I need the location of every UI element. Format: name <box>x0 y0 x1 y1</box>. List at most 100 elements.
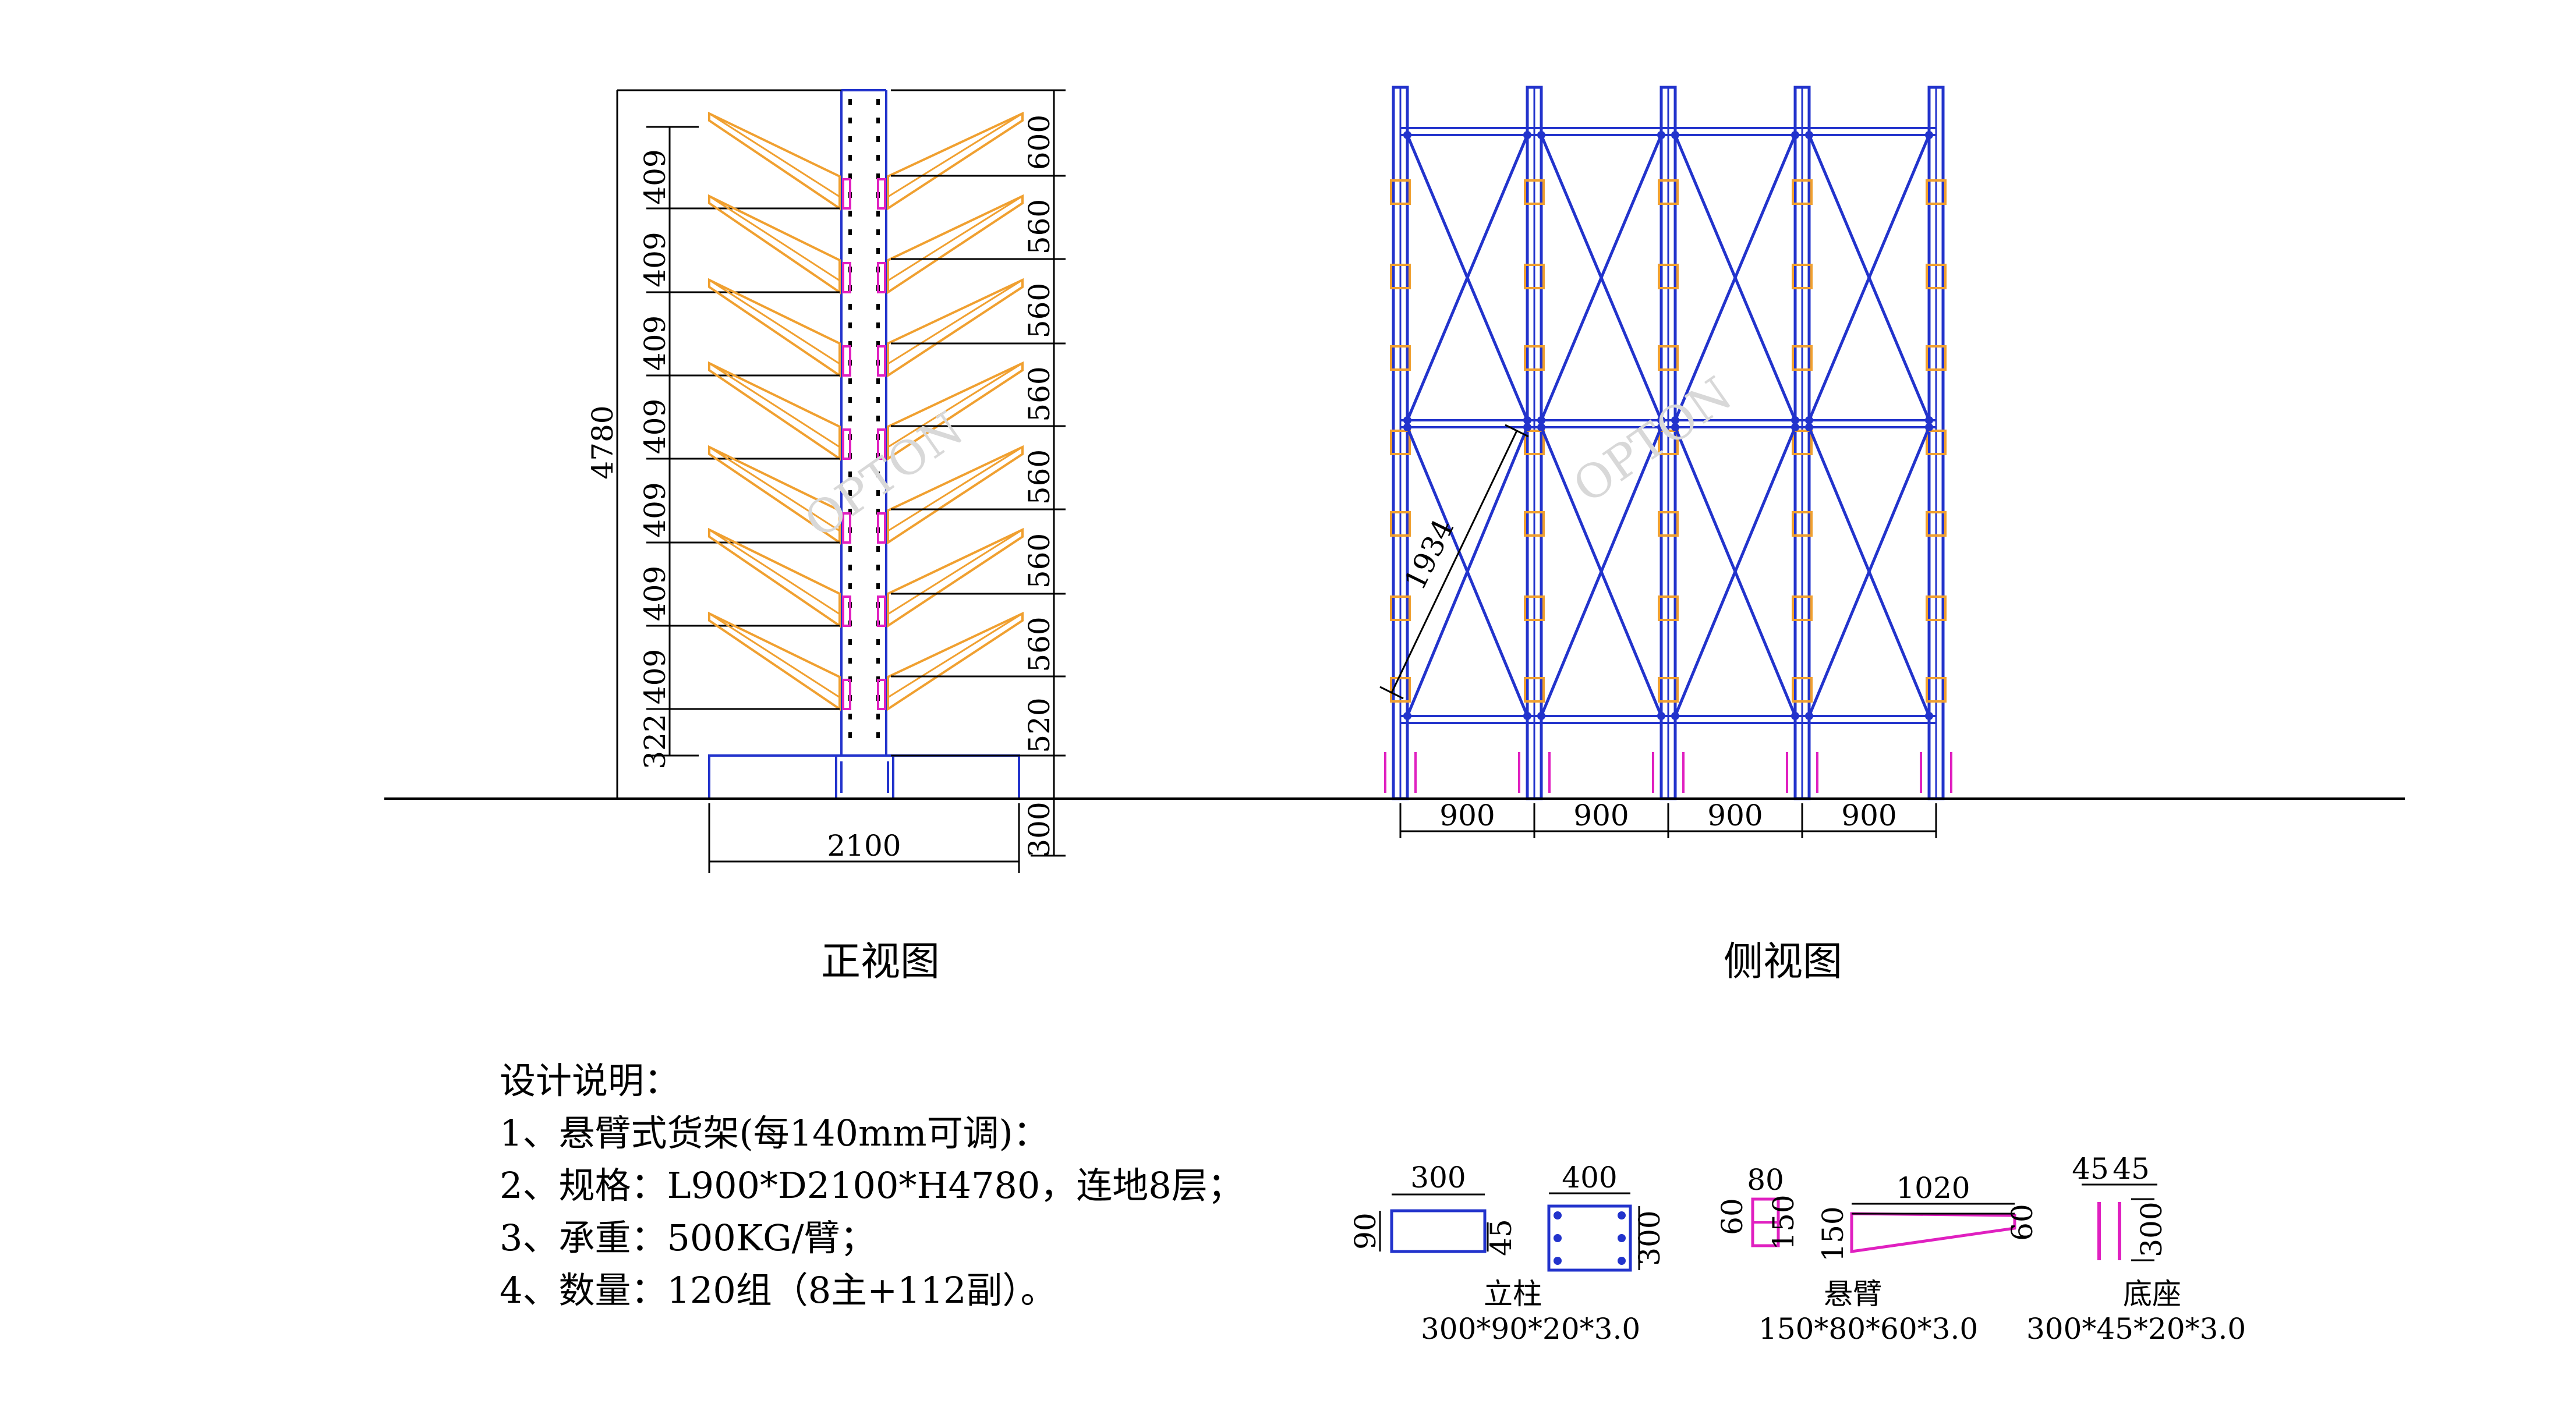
upright-depth-label: 90 <box>1349 1213 1382 1250</box>
brace-node <box>1657 423 1665 431</box>
brace-node <box>1537 712 1545 720</box>
upright-spec: 300*90*20*3.0 <box>1421 1312 1640 1346</box>
base-label: 300 <box>1022 802 1056 857</box>
right-arm-web <box>887 195 1023 282</box>
right-arm-web <box>887 362 1023 448</box>
right-arm-bracket <box>877 262 886 293</box>
upright-face-width-label: 400 <box>1562 1161 1617 1194</box>
base-height-label: 300 <box>2135 1201 2168 1257</box>
arm-stub <box>1926 179 1947 205</box>
right-arm-bracket <box>877 178 886 210</box>
level-label: 560 <box>1022 199 1056 254</box>
brace-node <box>1537 416 1545 424</box>
brace-node <box>1523 416 1531 424</box>
arm-stub <box>1658 430 1679 455</box>
left-arm-bracket <box>842 512 851 544</box>
front-view: 4094094094094094094093224780600560560560… <box>586 89 1066 873</box>
arm-stub <box>1524 595 1545 621</box>
brace-node <box>1925 712 1933 720</box>
arm-stub <box>1792 511 1813 537</box>
notes-heading: 设计说明： <box>500 1059 680 1102</box>
brace-node <box>1791 423 1799 431</box>
brace-node <box>1925 423 1933 431</box>
right-arm-web <box>887 446 1023 532</box>
right-arm-web <box>887 279 1023 365</box>
left-arm <box>708 111 841 211</box>
level-label: 520 <box>1022 697 1056 753</box>
left-arm <box>708 361 841 461</box>
base-spec: 300*45*20*3.0 <box>2026 1312 2246 1346</box>
level-label: 560 <box>1022 449 1056 505</box>
brace-node <box>1403 416 1411 424</box>
x-brace <box>1540 134 1663 421</box>
left-arm <box>708 527 841 628</box>
brace-node <box>1791 131 1799 139</box>
left-arm-bracket <box>842 595 851 627</box>
arm-stub <box>1926 677 1947 703</box>
brace-node <box>1671 131 1679 139</box>
bay-label: 900 <box>1841 799 1896 832</box>
left-arm-web <box>709 279 840 365</box>
arm-stub <box>1390 264 1411 289</box>
right-arm-bracket <box>877 345 886 377</box>
arm-stub <box>1926 595 1947 621</box>
brace-node <box>1657 131 1665 139</box>
base-w1-label: 45 <box>2072 1152 2109 1186</box>
bolt-hole <box>1618 1257 1626 1265</box>
arm-stub <box>1524 179 1545 205</box>
arm-stub <box>1926 430 1947 455</box>
x-brace <box>1673 134 1797 421</box>
base-foot <box>1920 752 1952 793</box>
left-arm-web <box>709 195 840 282</box>
arm-spacing-label: 409 <box>638 149 672 204</box>
upright-face-height-label: 300 <box>1633 1210 1666 1265</box>
brace-node <box>1657 416 1665 424</box>
brace-node <box>1537 423 1545 431</box>
brace-node <box>1403 712 1411 720</box>
arm-stub <box>1524 264 1545 289</box>
left-arm-web <box>709 529 840 615</box>
base-foot <box>1518 752 1551 793</box>
upright-name: 立柱 <box>1484 1277 1542 1311</box>
left-arm-bracket <box>842 178 851 210</box>
base-foot <box>1384 752 1417 793</box>
arm-name: 悬臂 <box>1824 1277 1882 1311</box>
brace-node <box>1657 712 1665 720</box>
base-foot <box>1786 752 1818 793</box>
x-brace <box>1807 134 1931 421</box>
brace-node <box>1671 416 1679 424</box>
arm-stub <box>1658 179 1679 205</box>
arm-spacing-label: 409 <box>638 649 672 704</box>
brace-node <box>1403 423 1411 431</box>
right-arm-web <box>887 612 1023 699</box>
base-column-foot <box>835 754 894 800</box>
left-arm-web <box>709 112 840 198</box>
right-arm <box>887 194 1024 295</box>
left-arm-bracket <box>842 345 851 377</box>
arm-spacing-label: 409 <box>638 482 672 537</box>
left-arm-web <box>709 362 840 448</box>
brace-dim-tick <box>1505 424 1529 438</box>
right-arm-web <box>887 112 1023 198</box>
arm-stub <box>1792 430 1813 455</box>
level-label: 560 <box>1022 616 1056 672</box>
right-arm-bracket <box>877 428 886 460</box>
arm-root-label: 150 <box>1816 1206 1850 1261</box>
arm-stub <box>1658 677 1679 703</box>
arm-spacing-label: 409 <box>638 566 672 621</box>
right-arm <box>887 611 1024 711</box>
brace-node <box>1523 712 1531 720</box>
note-line-4: 4、数量：120组（8主+112副）。 <box>500 1269 1057 1311</box>
arm-stub <box>1658 264 1679 289</box>
arm-stub <box>1524 345 1545 371</box>
brace-dim-tick <box>1379 686 1404 700</box>
left-arm <box>708 194 841 295</box>
note-line-1: 1、悬臂式货架(每140mm可调)： <box>500 1112 1049 1154</box>
front-view-title: 正视图 <box>821 939 940 985</box>
base-foot <box>1652 752 1685 793</box>
x-brace <box>1406 427 1529 717</box>
brace-node <box>1523 131 1531 139</box>
arm-stub <box>1390 345 1411 371</box>
